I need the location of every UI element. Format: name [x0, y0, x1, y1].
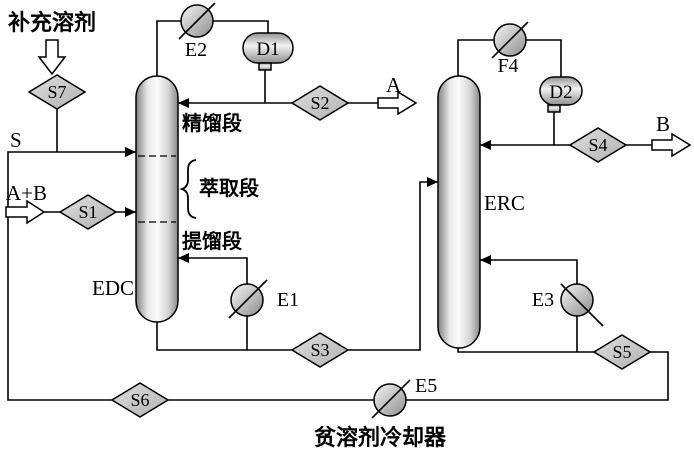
d2-nozzle — [547, 104, 561, 113]
e3-diagonal — [560, 283, 604, 327]
feed-ab-arrow — [5, 199, 46, 225]
label-e2: E2 — [185, 39, 207, 61]
extraction-section-brace — [179, 159, 197, 219]
stream-tag-s5: S5 — [592, 334, 652, 370]
e2-diagonal — [178, 2, 216, 40]
s1-label: S1 — [78, 202, 97, 222]
arrowhead-reboiler-into-edc — [178, 253, 189, 263]
arrowhead-solvent-into-edc — [125, 147, 136, 157]
heat-exchanger-f4 — [491, 21, 529, 59]
arrowhead-reflux-into-erc — [480, 140, 491, 150]
label-e3: E3 — [532, 289, 554, 311]
s4-diamond — [568, 127, 628, 163]
e1-diagonal — [228, 279, 268, 319]
pipe-solvent-recycle-loop — [7, 151, 669, 401]
label-e1: E1 — [277, 289, 299, 311]
d1-label: D1 — [256, 39, 279, 60]
s5-label: S5 — [612, 342, 631, 362]
d2-label: D2 — [549, 82, 572, 103]
label-stripping-section: 提馏段 — [182, 229, 242, 253]
stream-tag-s7: S7 — [27, 74, 87, 110]
product-b-arrow — [651, 132, 692, 158]
e5-diagonal — [371, 379, 411, 419]
d2-shell — [539, 76, 583, 106]
arrowhead-s3-into-erc — [427, 177, 438, 187]
heat-exchanger-e1 — [228, 279, 268, 319]
heat-exchanger-e2 — [178, 2, 216, 40]
arrowhead-feed-into-edc — [125, 207, 136, 217]
s4-label: S4 — [588, 135, 607, 155]
label-extraction-section: 萃取段 — [199, 176, 259, 200]
stream-tag-s2: S2 — [290, 85, 350, 121]
label-stream-s: S — [10, 128, 22, 152]
arrowhead-reflux-into-edc — [178, 98, 189, 108]
reflux-drum-d1: D1 — [242, 32, 294, 71]
s6-label: S6 — [130, 390, 149, 410]
s5-diamond — [592, 334, 652, 370]
s7-label: S7 — [47, 82, 66, 102]
heat-exchanger-e5 — [371, 379, 411, 419]
pipe-erc-reboiler-loop — [480, 259, 578, 352]
label-product-a: A — [386, 73, 402, 97]
label-f4: F4 — [497, 55, 518, 77]
makeup-feed-arrow — [37, 39, 67, 76]
stream-tag-s6: S6 — [110, 382, 170, 418]
pipe-edc-reboiler-loop — [178, 257, 248, 350]
d1-nozzle — [258, 62, 272, 71]
s1-diamond — [58, 194, 118, 230]
s3-label: S3 — [310, 340, 329, 360]
stream-tag-s1: S1 — [58, 194, 118, 230]
label-edc-column: EDC — [92, 276, 134, 300]
s2-diamond — [290, 85, 350, 121]
label-product-b: B — [656, 112, 670, 136]
s2-label: S2 — [310, 93, 329, 113]
label-feed-ab: A+B — [6, 181, 47, 205]
edc-column — [135, 75, 179, 323]
s7-diamond — [27, 74, 87, 110]
reflux-drum-d2: D2 — [539, 76, 583, 113]
s6-diamond — [110, 382, 170, 418]
stream-tag-s3: S3 — [290, 332, 350, 368]
pipe-edc-bottoms-to-erc — [156, 181, 438, 351]
erc-column — [437, 75, 481, 349]
stream-tag-s4: S4 — [568, 127, 628, 163]
label-erc-column: ERC — [484, 191, 525, 215]
s3-diamond — [290, 332, 350, 368]
product-a-arrow — [377, 90, 418, 116]
arrowhead-reboiler-into-erc — [480, 255, 491, 265]
label-lean-solvent-cooler: 贫溶剂冷却器 — [314, 425, 447, 450]
f4-diagonal — [491, 21, 529, 59]
label-e5: E5 — [415, 375, 437, 397]
label-rectifying-section: 精馏段 — [182, 111, 242, 135]
heat-exchanger-e3 — [560, 283, 604, 327]
label-makeup-solvent: 补充溶剂 — [7, 10, 96, 35]
